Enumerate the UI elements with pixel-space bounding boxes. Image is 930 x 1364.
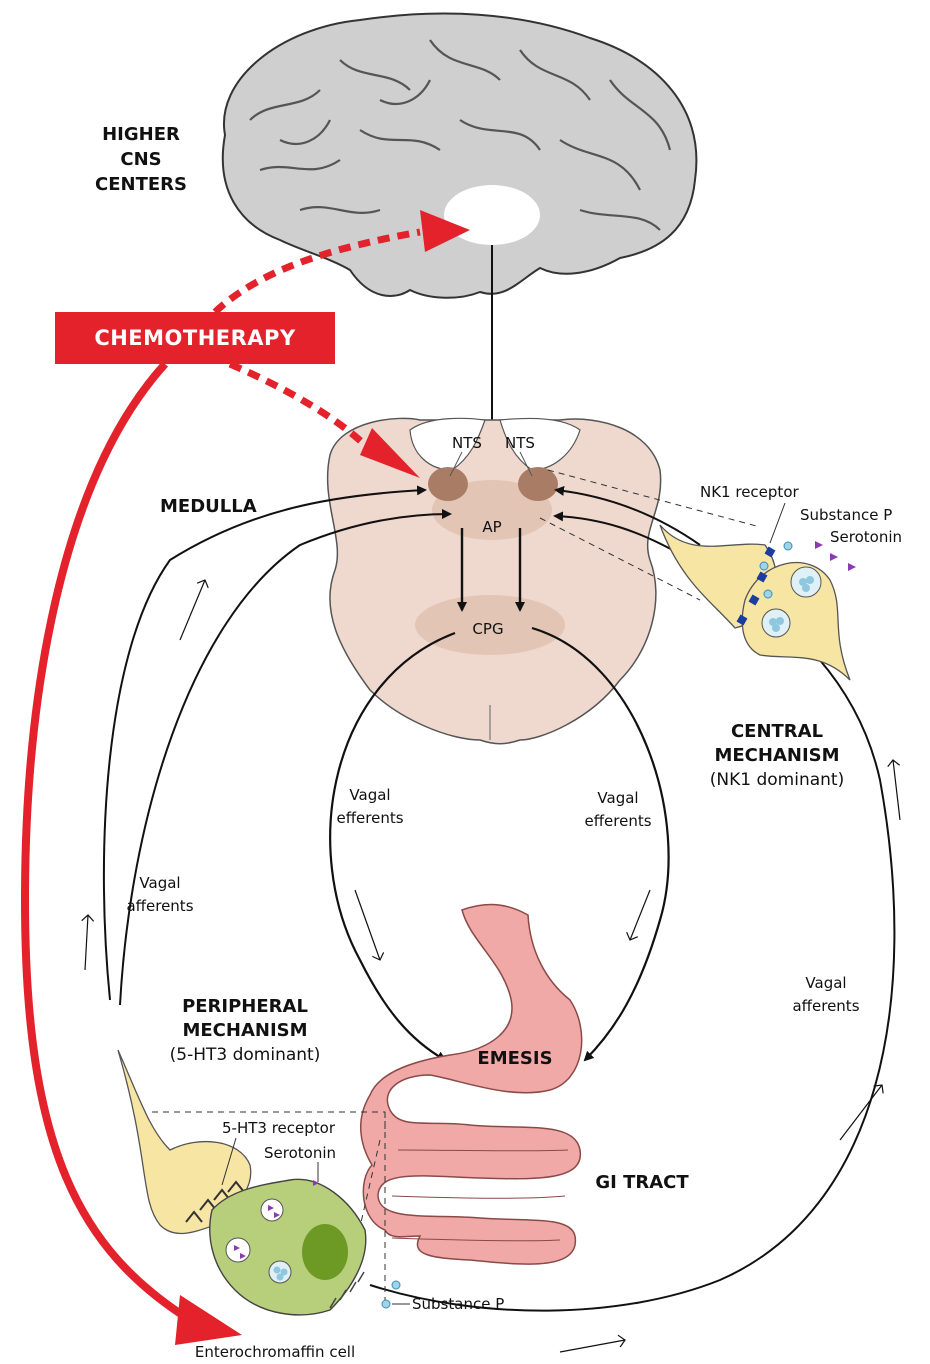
svg-text:Vagal: Vagal xyxy=(597,789,638,807)
svg-text:MECHANISM: MECHANISM xyxy=(182,1020,307,1041)
gi-tract xyxy=(361,905,582,1265)
medulla xyxy=(328,418,661,743)
central-mechanism-label: CENTRAL MECHANISM (NK1 dominant) xyxy=(710,721,844,790)
vagal-efferents-right-label: Vagal efferents xyxy=(584,789,651,830)
substance-p-top-label: Substance P xyxy=(800,506,892,524)
enterochromaffin-cell-label: Enterochromaffin cell xyxy=(195,1343,355,1361)
central-neuron xyxy=(660,525,856,680)
svg-text:CNS: CNS xyxy=(120,149,161,170)
chemotherapy-label: CHEMOTHERAPY xyxy=(94,326,295,350)
chemotherapy-box: CHEMOTHERAPY xyxy=(55,312,335,364)
vagal-efferents-left-label: Vagal efferents xyxy=(336,786,403,827)
serotonin-bottom-label: Serotonin xyxy=(264,1144,336,1162)
nk1-receptor-label: NK1 receptor xyxy=(700,483,799,501)
svg-text:CENTERS: CENTERS xyxy=(95,174,187,195)
nts-left-nucleus xyxy=(428,467,468,501)
brain xyxy=(223,14,697,298)
vagal-afferents-left-label: Vagal afferents xyxy=(126,874,193,915)
emesis-label: EMESIS xyxy=(477,1048,552,1069)
medulla-label: MEDULLA xyxy=(160,496,257,517)
vagal-afferents-right-label: Vagal afferents xyxy=(792,974,859,1015)
nts-left-label: NTS xyxy=(452,434,482,452)
svg-text:(NK1 dominant): (NK1 dominant) xyxy=(710,770,844,790)
svg-text:(5-HT3 dominant): (5-HT3 dominant) xyxy=(170,1045,321,1065)
svg-text:afferents: afferents xyxy=(792,997,859,1015)
svg-text:MECHANISM: MECHANISM xyxy=(714,745,839,766)
cpg-label: CPG xyxy=(472,620,503,638)
nts-right-label: NTS xyxy=(505,434,535,452)
svg-text:efferents: efferents xyxy=(584,812,651,830)
gi-tract-label: GI TRACT xyxy=(595,1172,689,1193)
svg-text:efferents: efferents xyxy=(336,809,403,827)
peripheral-mechanism-label: PERIPHERAL MECHANISM (5-HT3 dominant) xyxy=(170,996,321,1065)
svg-text:Vagal: Vagal xyxy=(349,786,390,804)
ap-label: AP xyxy=(482,518,501,536)
svg-text:Vagal: Vagal xyxy=(139,874,180,892)
brain-center-spot xyxy=(444,185,540,245)
svg-text:HIGHER: HIGHER xyxy=(102,124,180,145)
svg-text:Vagal: Vagal xyxy=(805,974,846,992)
svg-text:afferents: afferents xyxy=(126,897,193,915)
svg-text:PERIPHERAL: PERIPHERAL xyxy=(182,996,308,1017)
svg-text:CENTRAL: CENTRAL xyxy=(731,721,823,742)
serotonin-top-label: Serotonin xyxy=(830,528,902,546)
higher-cns-label: HIGHER CNS CENTERS xyxy=(95,124,187,195)
nts-right-nucleus xyxy=(518,467,558,501)
substance-p-bottom-label: Substance P xyxy=(412,1295,504,1313)
5ht3-receptor-label: 5-HT3 receptor xyxy=(222,1119,336,1137)
